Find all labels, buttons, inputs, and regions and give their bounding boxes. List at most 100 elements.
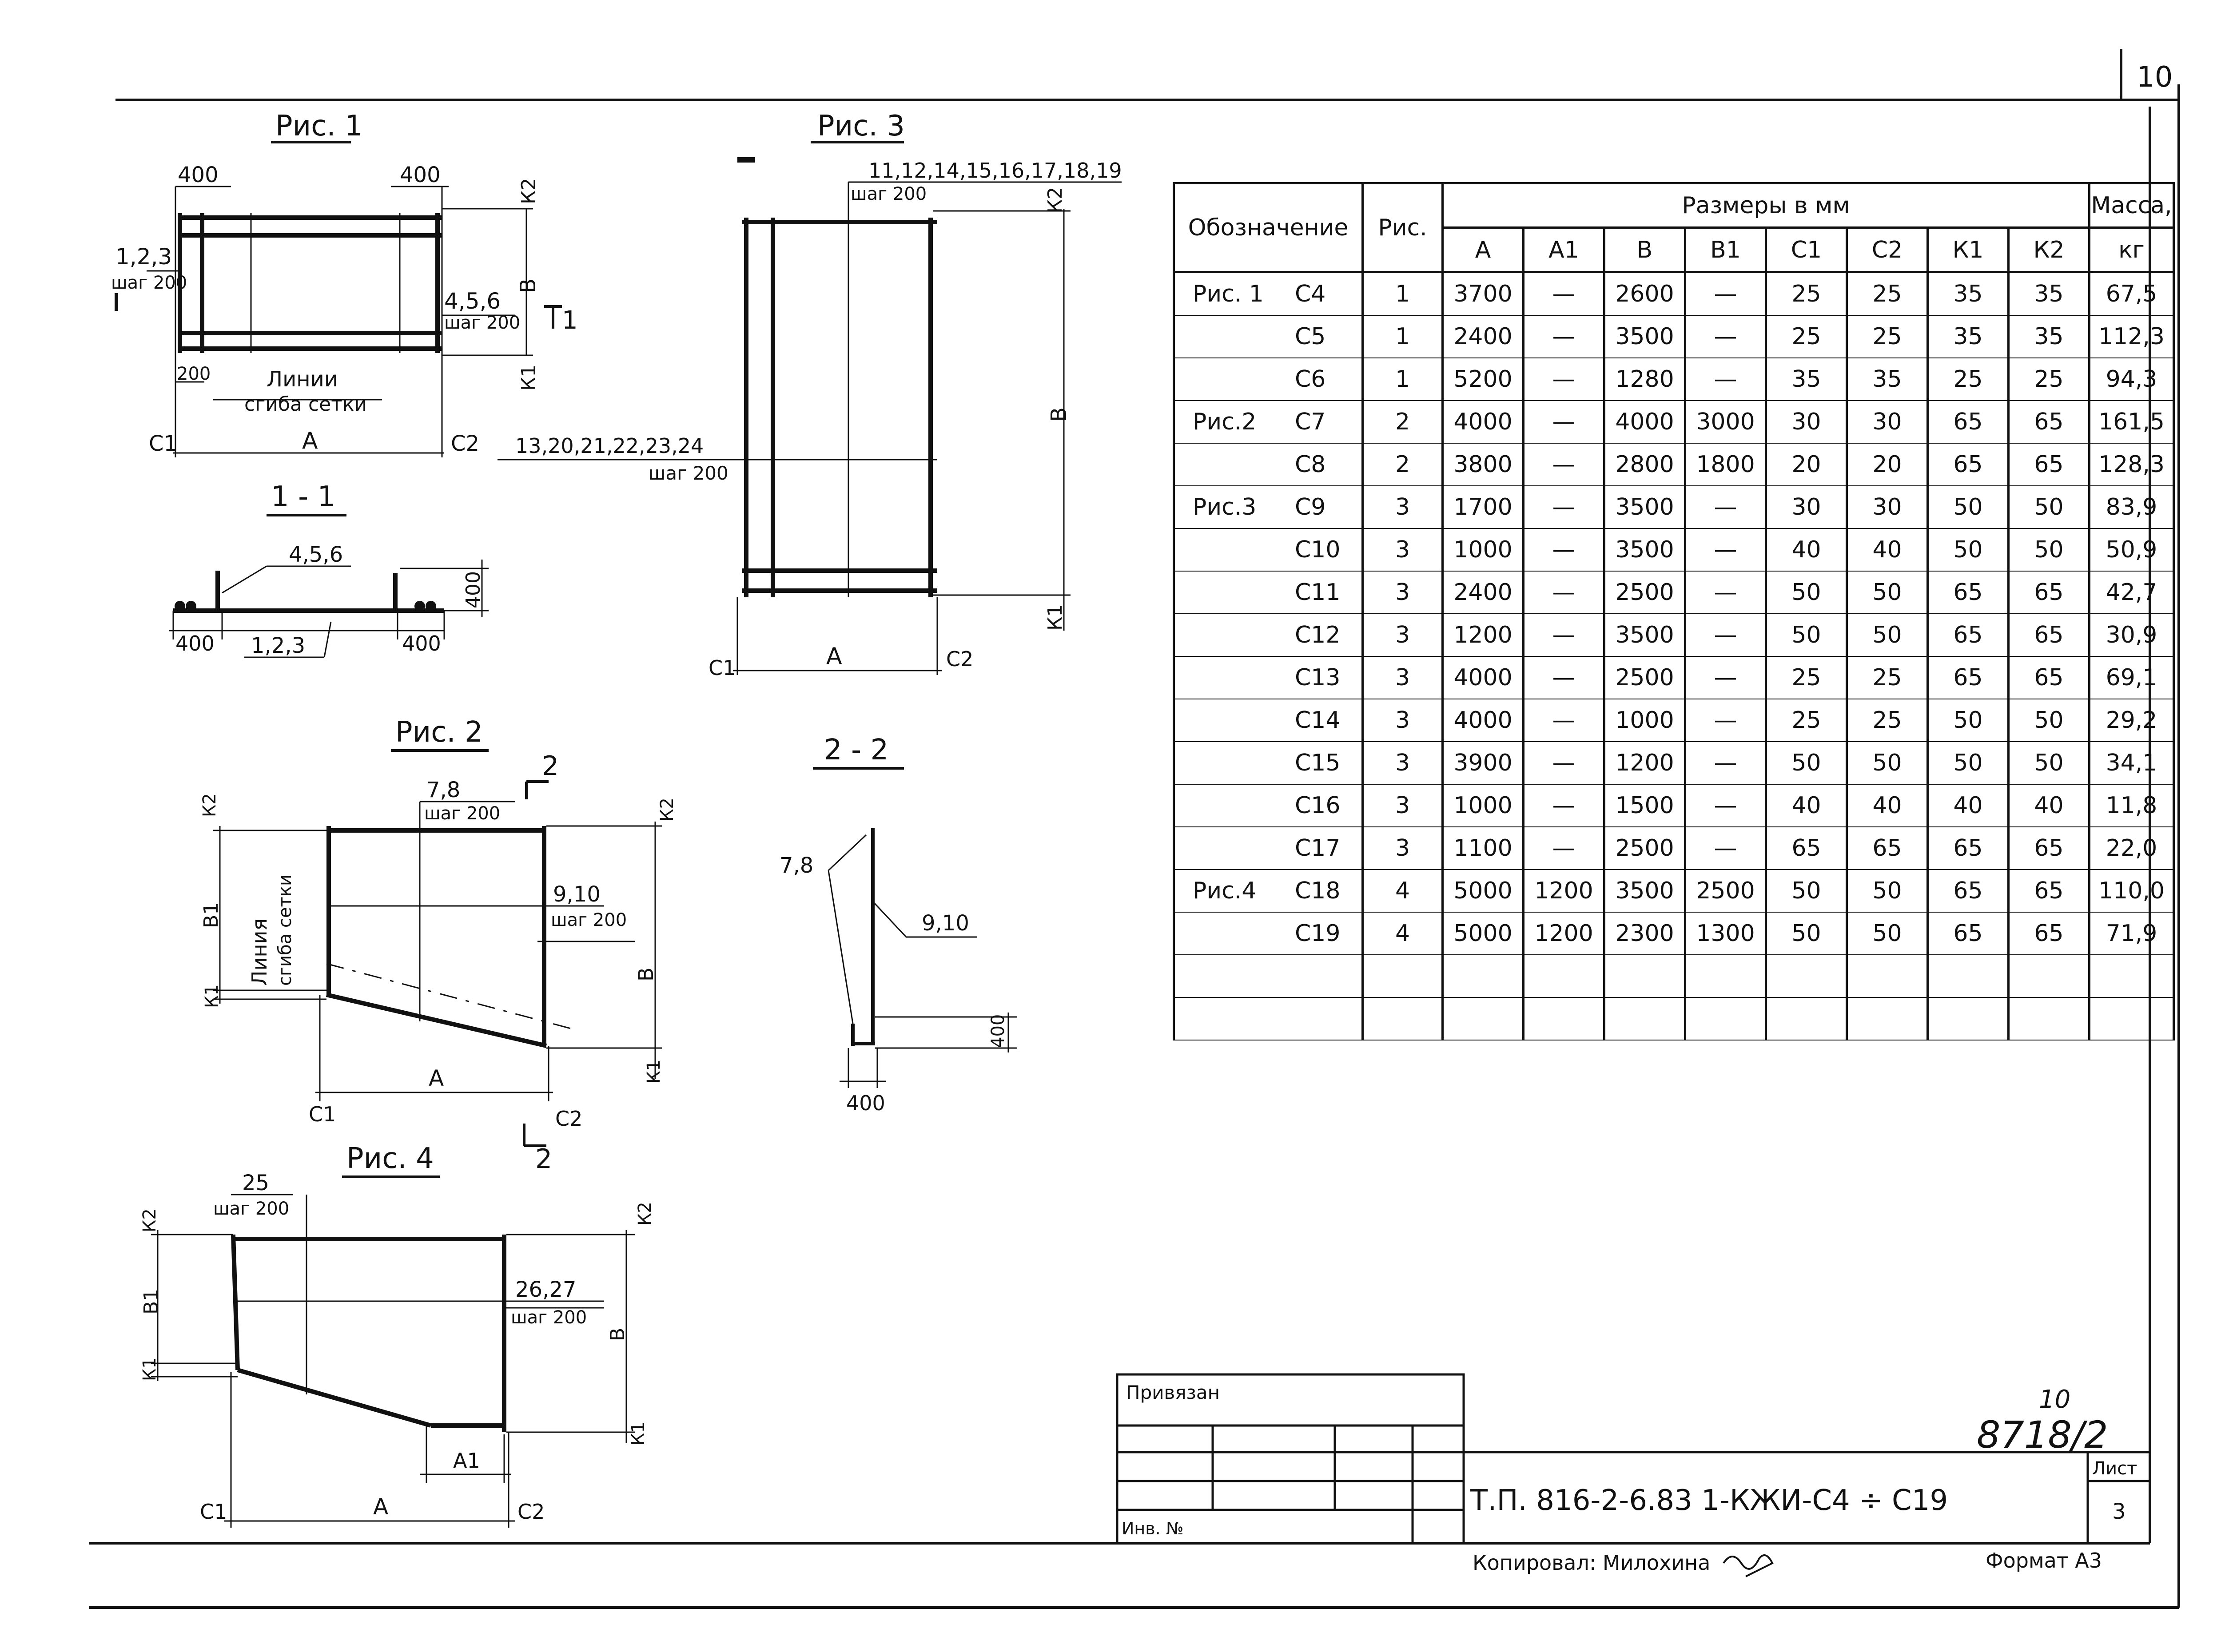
cell-size: 65 <box>2007 571 2090 614</box>
cell-mark: С14 <box>1295 707 1341 734</box>
fig4-k1-right: К1 <box>628 1422 649 1446</box>
cell-mark: С8 <box>1295 451 1326 478</box>
cell-fig: 1 <box>1361 357 1444 401</box>
fig4-a: А <box>373 1494 388 1520</box>
cell-mark: С5 <box>1295 323 1326 350</box>
cell-size: — <box>1522 357 1605 401</box>
cell-mass: 30,9 <box>2088 613 2175 657</box>
fig3-step-top: шаг 200 <box>851 184 927 204</box>
sec22-title: 2 - 2 <box>824 734 888 766</box>
section-1-1-drawing: 1 - 1 4,5,6 1,2,3 400 400 400 <box>169 481 489 658</box>
cell-mass: 94,3 <box>2088 357 2175 401</box>
col-fig: Рис. <box>1361 182 1444 273</box>
cell-mark: С11 <box>1295 579 1341 606</box>
cell-mark: С7 <box>1295 409 1326 435</box>
cell-size: — <box>1684 826 1767 870</box>
cell-mass: 128,3 <box>2088 443 2175 486</box>
empty-cell <box>1926 997 2010 1040</box>
cell-size: 25 <box>1926 357 2010 401</box>
cell-size: 2500 <box>1684 869 1767 913</box>
cell-size: 30 <box>1765 485 1848 529</box>
cell-size: 40 <box>1765 784 1848 827</box>
cell-mark: С12 <box>1295 622 1341 648</box>
sec11-bars-123: 1,2,3 <box>251 633 305 658</box>
fig3-b: В <box>1047 407 1071 422</box>
fig2-b: В <box>634 967 658 981</box>
cell-size: 1000 <box>1441 784 1524 827</box>
cell-size: 25 <box>1846 699 1929 742</box>
fig4-bars-2627: 26,27 <box>515 1277 576 1302</box>
cell-fig: 4 <box>1361 869 1444 913</box>
cell-mass: 161,5 <box>2088 400 2175 444</box>
cell-size: 25 <box>1765 656 1848 699</box>
fig4-step-right: шаг 200 <box>511 1307 587 1328</box>
sec11-dim-400-height: 400 <box>462 571 485 608</box>
cell-size: 2800 <box>1603 443 1686 486</box>
cell-group: Рис.3 <box>1193 494 1257 520</box>
cell-size: 25 <box>1846 271 1929 316</box>
cell-size: 50 <box>2007 741 2090 785</box>
fig3-k1: К1 <box>1044 604 1067 631</box>
cell-size: 2300 <box>1603 912 1686 955</box>
cell-size: — <box>1522 400 1605 444</box>
fig1-title: Рис. 1 <box>275 110 363 143</box>
cell-size: 5000 <box>1441 869 1524 913</box>
sec22-bars-910: 9,10 <box>922 911 969 936</box>
fig1-bars-456: 4,5,6 <box>444 288 501 314</box>
cell-size: 1200 <box>1603 741 1686 785</box>
fig1-bars-123: 1,2,3 <box>115 244 172 270</box>
cell-designation: С16 <box>1173 784 1364 827</box>
cell-size: 25 <box>1765 699 1848 742</box>
sec22-dim-400-w: 400 <box>846 1091 885 1115</box>
col-size-header: В1 <box>1684 226 1767 273</box>
cell-fig: 2 <box>1361 443 1444 486</box>
cell-fig: 3 <box>1361 826 1444 870</box>
cell-size: 50 <box>2007 699 2090 742</box>
cell-fig: 2 <box>1361 400 1444 444</box>
cell-size: 3800 <box>1441 443 1524 486</box>
cell-mark: С4 <box>1295 281 1326 307</box>
cell-size: 50 <box>2007 528 2090 572</box>
fig3-title: Рис. 3 <box>817 110 905 143</box>
cell-fig: 3 <box>1361 784 1444 827</box>
fig1-c2: С2 <box>451 431 479 456</box>
cell-size: 50 <box>1926 528 2010 572</box>
cell-fig: 4 <box>1361 912 1444 955</box>
empty-cell <box>1603 997 1686 1040</box>
cell-designation: С10 <box>1173 528 1364 572</box>
col-mass-2: кг <box>2088 226 2175 273</box>
empty-cell <box>1361 997 1444 1040</box>
cell-fig: 3 <box>1361 656 1444 699</box>
fig3-k2: К2 <box>1044 187 1067 213</box>
fig2-k1-right: К1 <box>644 1060 664 1084</box>
cell-size: 2600 <box>1603 271 1686 316</box>
cell-size: 4000 <box>1441 699 1524 742</box>
empty-cell <box>1522 997 1605 1040</box>
fig1-step-right: шаг 200 <box>444 313 520 333</box>
cell-size: 25 <box>1846 656 1929 699</box>
cell-size: 65 <box>1765 826 1848 870</box>
fig1-drawing: Рис. 1 400 400 1 <box>111 110 578 457</box>
cell-size: 3900 <box>1441 741 1524 785</box>
fig1-b: В <box>516 278 541 293</box>
cell-size: — <box>1684 528 1767 572</box>
cell-size: 50 <box>1765 869 1848 913</box>
fig4-b: В <box>606 1328 629 1341</box>
cell-mass: 42,7 <box>2088 571 2175 614</box>
cell-size: 30 <box>1765 400 1848 444</box>
cell-size: 35 <box>2007 271 2090 316</box>
cell-size: 65 <box>2007 912 2090 955</box>
cell-fig: 3 <box>1361 613 1444 657</box>
fig3-bars-top: 11,12,14,15,16,17,18,19 <box>868 159 1122 183</box>
fig1-dim-200: 200 <box>177 364 211 384</box>
cell-size: 2500 <box>1603 571 1686 614</box>
cell-designation: С13 <box>1173 656 1364 699</box>
